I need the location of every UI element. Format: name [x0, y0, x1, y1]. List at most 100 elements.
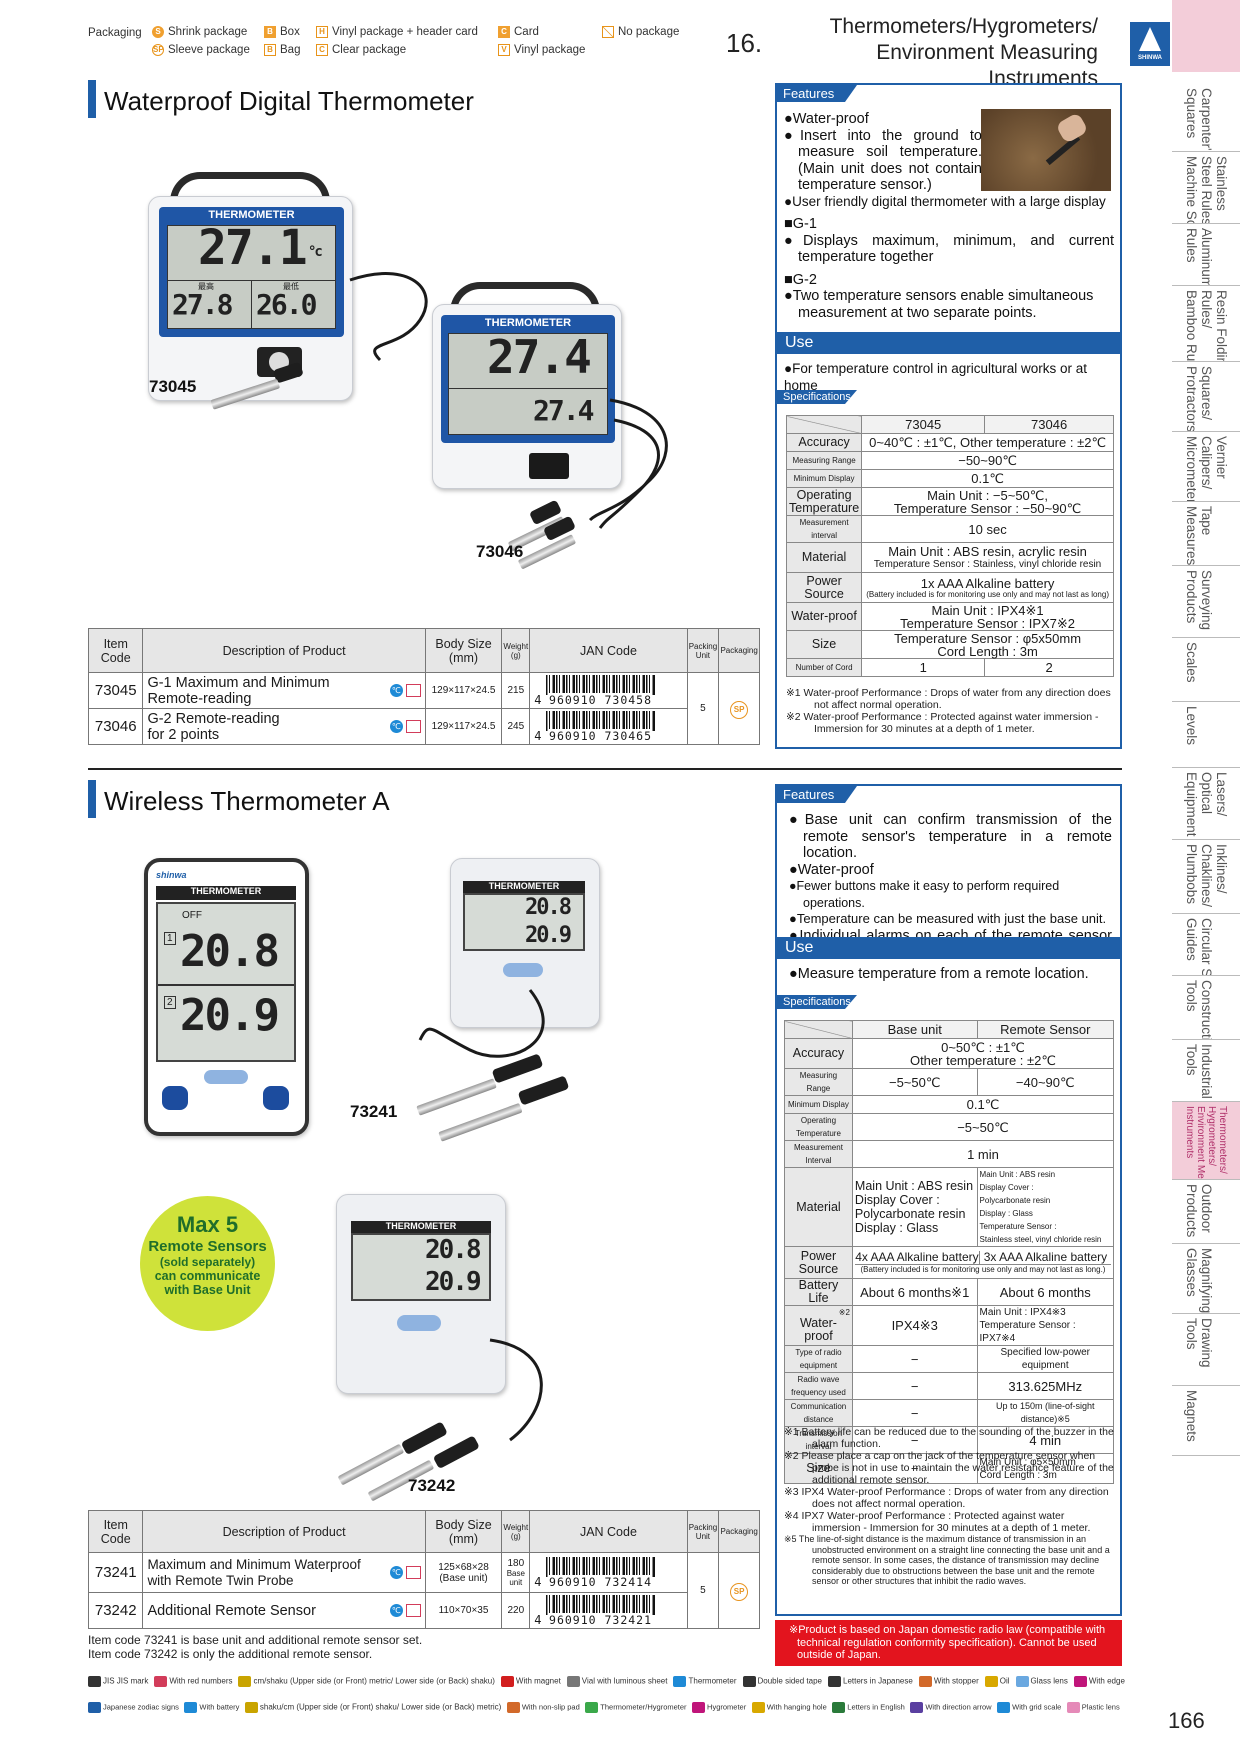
- legend-item: With red numbers: [154, 1676, 232, 1687]
- no-package-icon: [602, 26, 614, 38]
- sidebar-item-12[interactable]: Inklines/ Chaklines/ Plumbobs: [1172, 840, 1240, 914]
- sidebar-item-label: Thermometers/ Hygrometers/ Environment M…: [1184, 1106, 1228, 1179]
- legend-item: Oil: [984, 1676, 1010, 1687]
- sleeve-package-icon: SP: [730, 1582, 749, 1601]
- sidebar-item-4[interactable]: Resin Folding Rules/ Bamboo Rules: [1172, 286, 1240, 362]
- legend-item: With edge: [1073, 1676, 1125, 1687]
- sidebar-item-label: Outdoor Products: [1184, 1184, 1214, 1238]
- sensor-cord: [349, 272, 428, 362]
- legend-item: Double sided tape: [742, 1676, 822, 1687]
- section-divider: [88, 768, 1122, 770]
- features-tag: Features: [777, 786, 857, 803]
- sidebar-item-label: Surveying Products: [1184, 570, 1214, 631]
- sidebar-item-19[interactable]: Drawing Tools: [1172, 1314, 1240, 1386]
- battery-icon: [405, 1604, 421, 1617]
- legend-item: Japanese zodiac signs: [88, 1702, 179, 1713]
- col-item-code: Item Code: [87, 1510, 144, 1553]
- legend-item: With direction arrow: [910, 1702, 992, 1713]
- right-button: [263, 1086, 289, 1110]
- sidebar-item-16[interactable]: Thermometers/ Hygrometers/ Environment M…: [1172, 1102, 1240, 1180]
- battery-icon: [405, 684, 421, 697]
- features-list: ●Water-proof ●Insert into the ground to …: [784, 111, 1114, 321]
- sidebar-item-label: Resin Folding Rules/ Bamboo Rules: [1184, 290, 1229, 362]
- model-label-73046: 73046: [476, 542, 524, 561]
- sidebar-item-15[interactable]: Industrial Tools: [1172, 1040, 1240, 1102]
- sidebar-item-label: Industrial Tools: [1184, 1044, 1214, 1099]
- legend-symbol-icon: [832, 1702, 846, 1713]
- legend-symbol-icon: [500, 1676, 514, 1687]
- packaging-label: Packaging: [88, 27, 142, 39]
- sidebar-item-13[interactable]: Circular Saw Guides: [1172, 914, 1240, 976]
- product1-title: Waterproof Digital Thermometer: [104, 86, 474, 116]
- sidebar-item-18[interactable]: Magnifying Glasses: [1172, 1244, 1240, 1314]
- vinyl-header-icon: H: [316, 26, 328, 38]
- legend-symbol-icon: [984, 1676, 998, 1687]
- hanging-handle: [170, 172, 330, 212]
- sidebar-item-2[interactable]: Stainless Steel Rules/ Machine Scale: [1172, 152, 1240, 224]
- product-image-73046: THERMOMETER 27.4 27.4 73046: [420, 280, 680, 590]
- legend-symbol-icon: [585, 1702, 599, 1713]
- sidebar-item-14[interactable]: Construction Tools: [1172, 976, 1240, 1040]
- use-tag: Use: [777, 937, 1120, 959]
- col-weight: Weight (g): [501, 1510, 531, 1553]
- legend-symbol-icon: [918, 1676, 932, 1687]
- legend-item: Hygrometer: [692, 1702, 746, 1713]
- thermometer-icon: ℃: [389, 1604, 403, 1617]
- sidebar-item-label: Circular Saw Guides: [1184, 918, 1214, 975]
- sidebar-item-11[interactable]: Lasers/ Optical Equipment: [1172, 768, 1240, 840]
- battery-icon: [405, 1566, 421, 1579]
- alarm-button: [204, 1070, 248, 1084]
- product-image-73241: shinwa THERMOMETER OFF 1 20.8 2 20.9 732…: [140, 830, 600, 1160]
- col-weight: Weight (g): [501, 628, 531, 673]
- shrink-icon: S: [152, 26, 164, 38]
- max-sensors-badge: Max 5 Remote Sensors (sold separately) c…: [140, 1196, 275, 1331]
- legend-item: Plastic lens: [1066, 1702, 1120, 1713]
- legend-item: With hanging hole: [751, 1702, 827, 1713]
- battery-icon: [405, 720, 421, 733]
- sidebar-item-6[interactable]: Vernier Calipers/ Micrometers: [1172, 432, 1240, 502]
- left-button: [162, 1086, 188, 1110]
- pk-none: No package: [602, 26, 679, 38]
- legend-item: With non-slip pad: [506, 1702, 580, 1713]
- sidebar-item-1[interactable]: Carpenter's Squares: [1172, 84, 1240, 152]
- legend-item: Glass lens: [1015, 1676, 1068, 1687]
- legend-symbol-icon: [742, 1676, 756, 1687]
- sidebar-item-8[interactable]: Surveying Products: [1172, 566, 1240, 638]
- col-description: Description of Product: [142, 628, 426, 673]
- sidebar-item-label: Scales: [1184, 642, 1199, 683]
- legend-symbol-icon: [154, 1676, 168, 1687]
- radio-law-notice: ※Product is based on Japan domestic radi…: [775, 1620, 1122, 1666]
- features-tag: Features: [777, 85, 857, 102]
- base-unit-body: shinwa THERMOMETER OFF 1 20.8 2 20.9: [144, 858, 309, 1136]
- sidebar-item-9[interactable]: Scales: [1172, 638, 1240, 702]
- sidebar-item-5[interactable]: Squares/ Protractors: [1172, 362, 1240, 432]
- legend-item: Vial with luminous sheet: [566, 1676, 667, 1687]
- lcd-display: 27.4 27.4: [448, 330, 608, 435]
- sidebar-item-7[interactable]: Tape Measures: [1172, 502, 1240, 566]
- sidebar-item-10[interactable]: Levels: [1172, 702, 1240, 768]
- sidebar-item-20[interactable]: Magnets: [1172, 1386, 1240, 1456]
- legend-symbol-icon: [751, 1702, 765, 1713]
- display-frame: THERMOMETER 27.1 °c 最高 最低 27.8 26.0: [159, 207, 344, 337]
- hanging-handle: [450, 282, 600, 318]
- sidebar-item-17[interactable]: Outdoor Products: [1172, 1180, 1240, 1244]
- sidebar-item-label: Lasers/ Optical Equipment: [1184, 772, 1229, 837]
- legend-symbol-icon: [673, 1676, 687, 1687]
- product1-notes: ※1 Water-proof Performance : Drops of wa…: [786, 687, 1111, 735]
- title-accent: [88, 780, 96, 818]
- col-body-size: Body Size (mm): [424, 1510, 503, 1553]
- legend-symbol-icon: [1015, 1676, 1029, 1687]
- col-packing-unit: Packing Unit: [686, 628, 720, 673]
- sleeve-package-icon: SP: [730, 700, 749, 719]
- legend-item: With magnet: [500, 1676, 561, 1687]
- sidebar-item-3[interactable]: Aluminum Rules: [1172, 224, 1240, 286]
- active-tab-marker: [1172, 0, 1240, 72]
- col-jan: JAN Code: [529, 1510, 688, 1553]
- remote-sensor-body: THERMOMETER 20.8 20.9: [450, 858, 600, 1028]
